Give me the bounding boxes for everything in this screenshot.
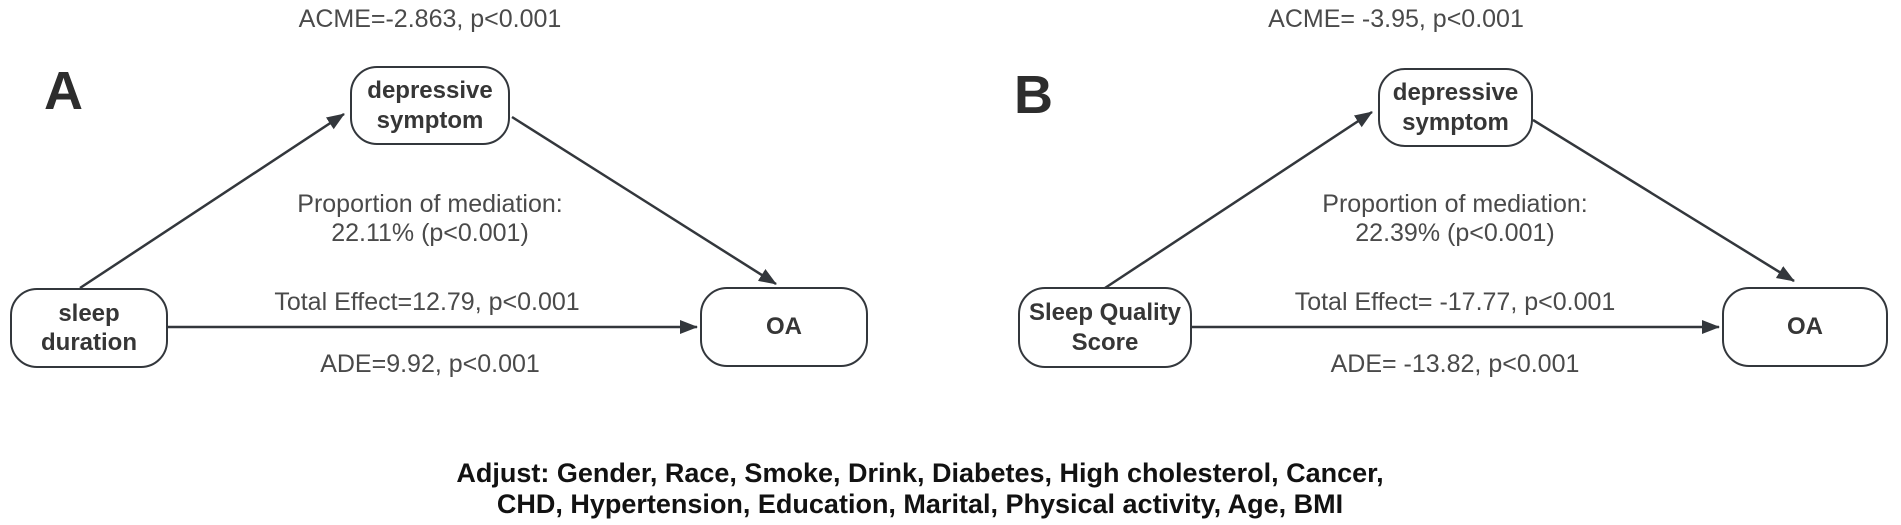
acme-stat-b: ACME= -3.95, p<0.001 xyxy=(1268,5,1524,33)
total-effect-stat-b: Total Effect= -17.77, p<0.001 xyxy=(1294,288,1616,316)
arrow-mediator-to-outcome-b xyxy=(1532,118,1795,283)
outcome-node-a: OA xyxy=(700,287,868,367)
mediator-node-b-label: depressive symptom xyxy=(1392,79,1519,136)
outcome-node-b: OA xyxy=(1722,287,1888,367)
mediator-node-a-label: depressive symptom xyxy=(367,77,493,134)
proportion-stat-a: Proportion of mediation: 22.11% (p<0.001… xyxy=(230,190,630,248)
acme-stat-a: ACME=-2.863, p<0.001 xyxy=(298,5,562,33)
proportion-stat-b-line1: Proportion of mediation: xyxy=(1322,190,1588,218)
proportion-stat-a-line2: 22.11% (p<0.001) xyxy=(331,219,529,247)
mediator-node-a: depressive symptom xyxy=(350,66,510,145)
adjustment-note: Adjust: Gender, Race, Smoke, Drink, Diab… xyxy=(0,458,1840,520)
arrow-exposure-to-mediator-a xyxy=(79,112,345,290)
proportion-stat-b-line2: 22.39% (p<0.001) xyxy=(1355,219,1555,247)
arrow-mediator-to-outcome-a xyxy=(511,115,777,286)
mediator-node-b: depressive symptom xyxy=(1378,68,1533,147)
panel-label-a: A xyxy=(44,61,83,121)
outcome-node-a-label: OA xyxy=(766,313,802,341)
exposure-node-a: sleep duration xyxy=(10,288,168,368)
total-effect-stat-a: Total Effect=12.79, p<0.001 xyxy=(274,288,580,316)
exposure-node-b: Sleep Quality Score xyxy=(1018,287,1192,368)
adjustment-note-line1: Adjust: Gender, Race, Smoke, Drink, Diab… xyxy=(456,458,1384,488)
proportion-stat-a-line1: Proportion of mediation: xyxy=(297,190,563,218)
proportion-stat-b: Proportion of mediation: 22.39% (p<0.001… xyxy=(1255,190,1655,248)
adjustment-note-line2: CHD, Hypertension, Education, Marital, P… xyxy=(496,489,1344,519)
ade-stat-b: ADE= -13.82, p<0.001 xyxy=(1330,350,1580,378)
outcome-node-b-label: OA xyxy=(1787,313,1823,341)
exposure-node-a-label: sleep duration xyxy=(41,299,137,356)
ade-stat-a: ADE=9.92, p<0.001 xyxy=(320,350,540,378)
arrow-exposure-to-mediator-b xyxy=(1104,110,1373,290)
panel-label-b: B xyxy=(1014,65,1053,125)
exposure-node-b-label: Sleep Quality Score xyxy=(1028,299,1182,356)
